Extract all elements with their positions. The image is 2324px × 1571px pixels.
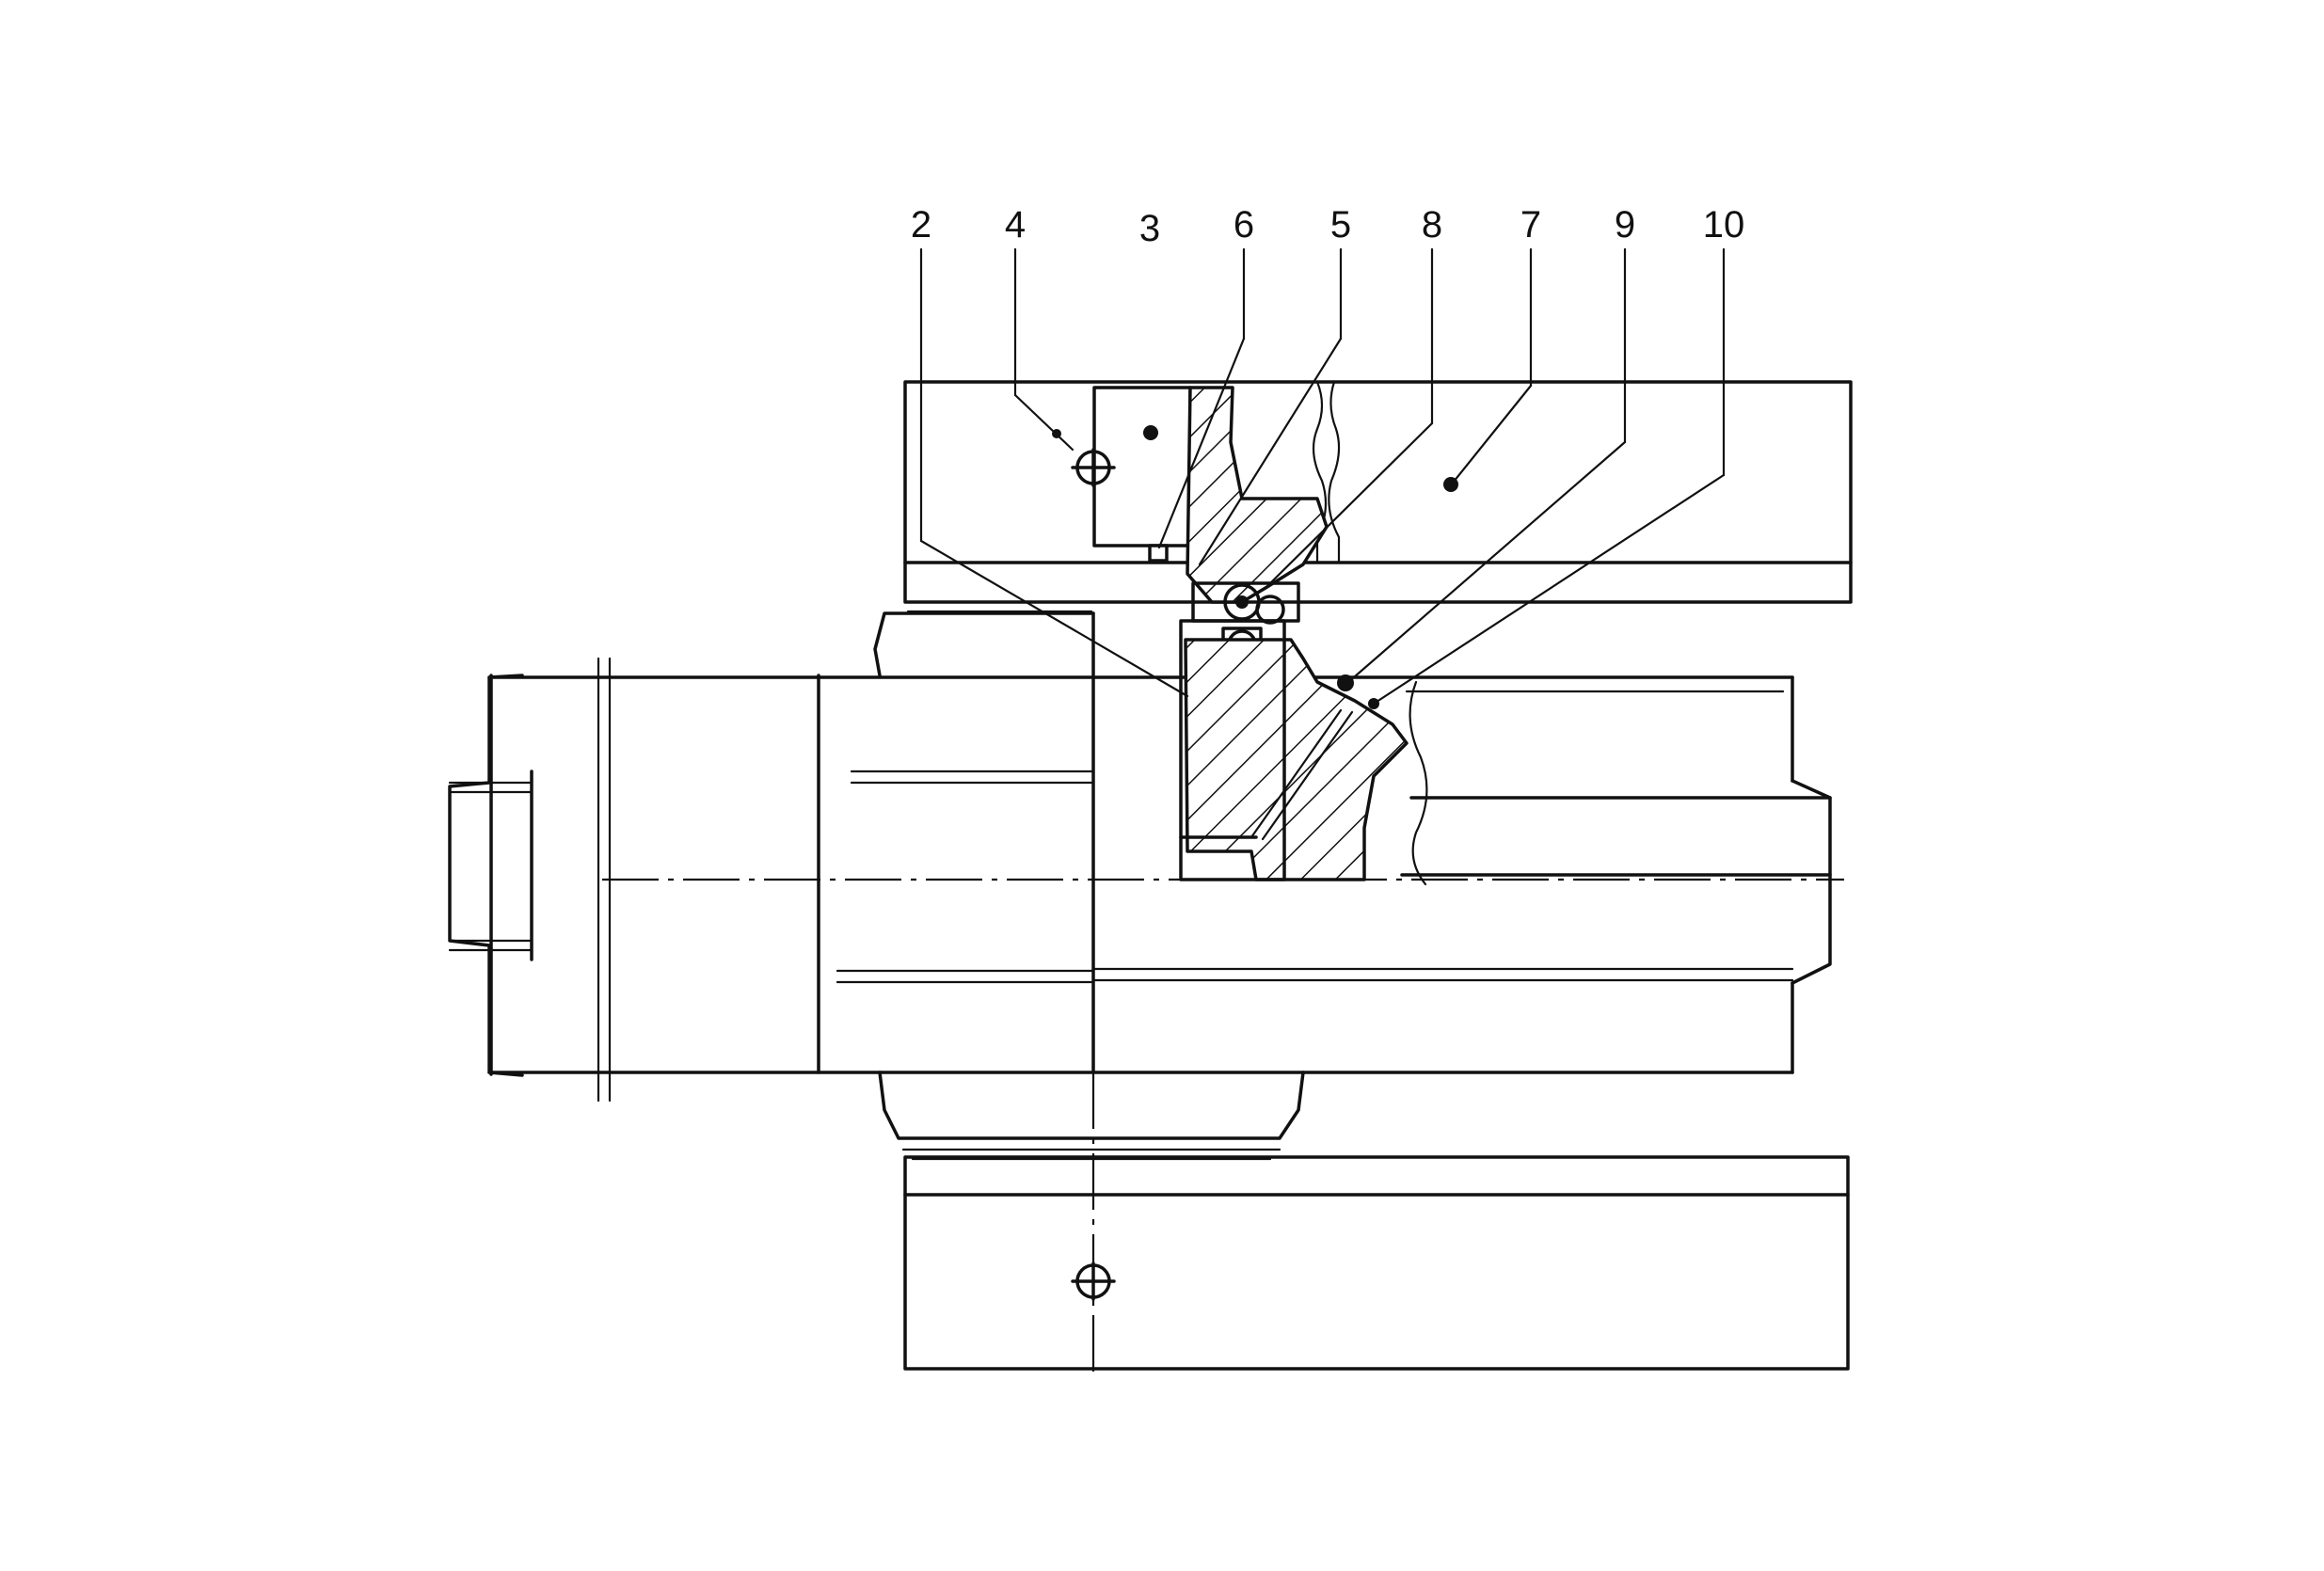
callout-4: 4 — [1005, 204, 1026, 246]
callout-10: 10 — [1703, 204, 1745, 246]
wheel-hub-outline — [1179, 619, 1286, 881]
callout-9: 9 — [1615, 204, 1635, 246]
seal-element — [1148, 544, 1169, 563]
shaft-body — [448, 600, 1832, 1161]
bolt-symbol-upper — [1071, 448, 1116, 487]
hatched-plate-upper — [1186, 386, 1329, 604]
upper-housing — [903, 380, 1853, 604]
lower-housing — [903, 1155, 1850, 1371]
callout-8: 8 — [1422, 204, 1442, 246]
leader-lines — [919, 247, 1726, 706]
callout-6: 6 — [1234, 204, 1254, 246]
callout-5: 5 — [1330, 204, 1351, 246]
callout-labels: 2 4 3 6 5 8 7 9 10 — [911, 204, 1744, 249]
bolt-symbol-lower — [1071, 1262, 1116, 1301]
callout-3: 3 — [1139, 208, 1160, 249]
callout-2: 2 — [911, 204, 931, 246]
callout-7: 7 — [1520, 204, 1541, 246]
lubrication-channel — [1250, 708, 1343, 839]
hatched-wheel-section — [1184, 638, 1409, 881]
